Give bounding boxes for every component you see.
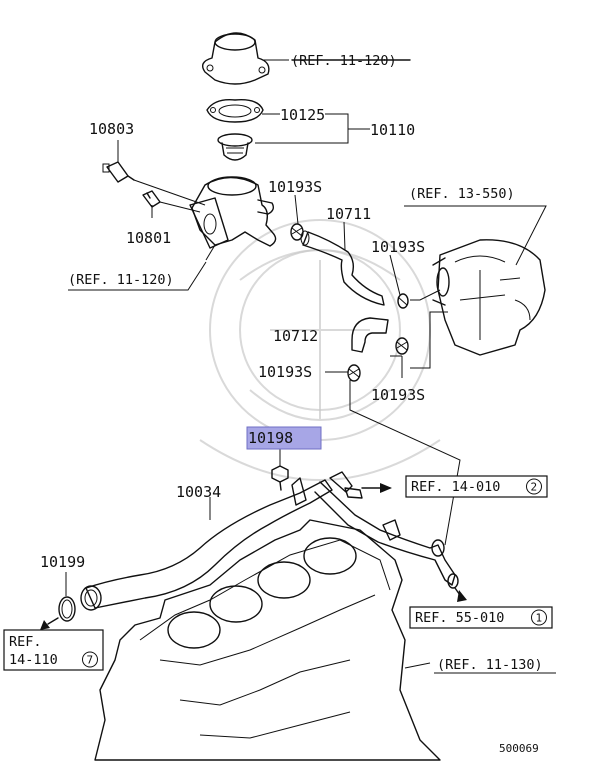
ref-11-120-left[interactable]: (REF. 11-120) — [68, 272, 174, 288]
label-10110[interactable]: 10110 — [370, 121, 415, 139]
label-10125[interactable]: 10125 — [280, 106, 325, 124]
temp-sensor-10801[interactable] — [142, 190, 161, 208]
label-10803[interactable]: 10803 — [89, 120, 134, 138]
hose-10712[interactable] — [351, 317, 389, 353]
label-10199[interactable]: 10199 — [40, 553, 85, 571]
ref-box-55-010[interactable]: REF. 55-010 1 — [409, 606, 553, 629]
gasket-part[interactable] — [206, 99, 264, 123]
ref-left-underline — [68, 261, 207, 291]
hose-clamp-a[interactable] — [290, 223, 304, 241]
ref-14-110-line2: 14-110 — [9, 652, 58, 668]
cylinder-head — [94, 519, 441, 761]
label-10193s-b[interactable]: 10193S — [371, 238, 425, 256]
label-10711[interactable]: 10711 — [326, 205, 371, 223]
label-10193s-c[interactable]: 10193S — [258, 363, 312, 381]
label-10193s-a[interactable]: 10193S — [268, 178, 322, 196]
water-outlet-fitting[interactable] — [202, 32, 270, 85]
ref-55-010-text: REF. 55-010 — [415, 610, 504, 626]
bolt-10198[interactable] — [271, 465, 289, 491]
ref-box-14-110[interactable]: REF. 14-110 7 — [3, 629, 104, 671]
ref-14-110-num: 7 — [87, 654, 94, 667]
label-10034[interactable]: 10034 — [176, 483, 221, 501]
highlight-box — [246, 426, 322, 450]
ref-14-010-num: 2 — [531, 481, 538, 494]
temp-sensor-10803[interactable] — [102, 161, 135, 183]
label-10712[interactable]: 10712 — [273, 327, 318, 345]
throttle-body-assembly[interactable] — [432, 239, 546, 356]
ref-14-010-text: REF. 14-010 — [411, 479, 500, 495]
ref-11-120-top[interactable]: (REF. 11-120) — [291, 53, 397, 69]
label-10801[interactable]: 10801 — [126, 229, 171, 247]
label-10193s-d[interactable]: 10193S — [371, 386, 425, 404]
ref-14-110-line1: REF. — [9, 634, 42, 650]
o-ring-10199[interactable] — [58, 596, 76, 622]
ref-13-550[interactable]: (REF. 13-550) — [409, 186, 515, 202]
hose-clamp-c[interactable] — [395, 337, 409, 355]
ref-box-14-010[interactable]: REF. 14-010 2 — [405, 475, 548, 498]
ref-arrows — [40, 59, 467, 630]
water-pipe-10034[interactable] — [80, 471, 459, 611]
thermostat-housing[interactable] — [189, 176, 277, 249]
hose-clamp-d[interactable] — [347, 364, 361, 382]
ref-55-010-num: 1 — [536, 612, 543, 625]
hose-clamp-b[interactable] — [397, 293, 409, 309]
label-10198[interactable]: 10198 — [248, 429, 293, 447]
thermostat-part[interactable] — [217, 133, 253, 161]
figure-id: 500069 — [499, 742, 539, 755]
leader-lines — [65, 59, 547, 669]
ref-11-130[interactable]: (REF. 11-130) — [437, 657, 543, 673]
